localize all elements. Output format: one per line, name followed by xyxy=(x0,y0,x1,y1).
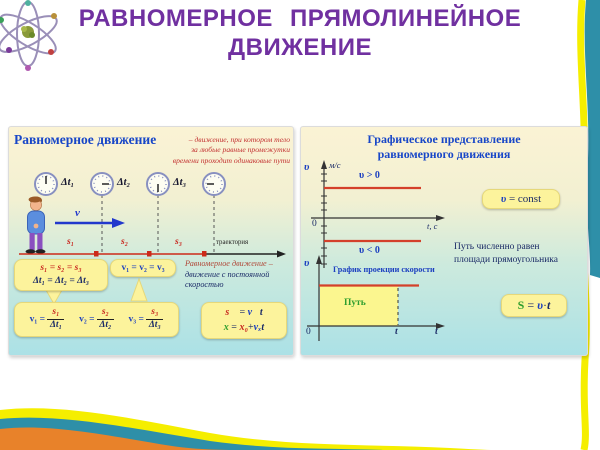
interval-label-3: Δt₃ xyxy=(173,177,187,188)
definition-line3: времени проходит одинаковые пути xyxy=(172,155,290,165)
s-dot: · xyxy=(543,298,547,312)
v2-numerator: s₂ xyxy=(101,307,109,318)
note-dark-part: движение с постоянной скоростью xyxy=(185,269,270,290)
g1-v-axis-label: υ xyxy=(304,161,310,173)
x-plus: + xyxy=(247,321,254,333)
x-time: t xyxy=(261,321,265,333)
path-formula-box: S = υ·t xyxy=(501,294,567,317)
atom-icon xyxy=(0,0,58,71)
trajectory-line xyxy=(19,250,286,258)
equal-velocities-callout: v₁ = v₂ = v₃ xyxy=(110,259,176,277)
velocity-arrow xyxy=(55,218,125,228)
coordinate-formula: x = x₀+vₓt xyxy=(202,321,286,336)
const-v: υ xyxy=(500,193,507,205)
graph2-axes xyxy=(307,262,438,341)
right-heading-line1: Графическое представление xyxy=(367,132,521,146)
g2-title: График проекции скорости xyxy=(333,265,435,274)
g2-v-axis-label: υ xyxy=(304,257,310,269)
path-area-rect xyxy=(320,286,398,326)
v-vector: v⃗ xyxy=(247,307,260,318)
graph1-axes xyxy=(311,167,438,268)
definition-line1: – движение, при котором тело xyxy=(188,135,290,144)
x-initial: x₀ xyxy=(239,321,248,333)
g1-t-axis-label: t, c xyxy=(427,221,438,231)
motion-diagram xyxy=(19,172,286,306)
interval-label-2: Δt₂ xyxy=(117,177,131,188)
path-area-label: Путь xyxy=(344,298,366,308)
area-note-line2: площади прямоугольника xyxy=(454,254,558,265)
x-equals: = xyxy=(228,321,240,333)
segment-label-2: s₂ xyxy=(121,237,129,247)
v2-denominator: Δt₂ xyxy=(99,320,112,330)
s-path: S xyxy=(517,298,525,312)
area-note-line1: Путь численно равен xyxy=(454,242,540,252)
v2-lhs: v₂ = xyxy=(79,314,95,325)
equal-paths-formula: s₁ = s₂ = s₃ xyxy=(40,263,82,273)
displacement-formula-box: s⃗ = v⃗t x = x₀+vₓt xyxy=(201,302,287,339)
v3-numerator: s₃ xyxy=(151,307,159,318)
s-equals: = xyxy=(524,298,538,312)
v1-numerator: s₁ xyxy=(52,307,60,318)
right-heading-line2: равномерного движения xyxy=(377,147,511,161)
g1-origin-label: 0 xyxy=(312,219,317,229)
callout-tail-up xyxy=(130,277,148,302)
g2-origin-label: 0 xyxy=(306,327,311,337)
const-rest: = const xyxy=(506,193,542,205)
x-coord: x xyxy=(223,321,229,333)
clock-icons xyxy=(34,172,226,196)
slide-title-line2: ДВИЖЕНИЕ xyxy=(228,34,372,62)
velocity-graphs xyxy=(307,160,445,341)
left-panel-heading: Равномерное движение xyxy=(14,132,157,147)
velocity-formulas-box: v₁ = s₁ Δt₁ v₂ = s₂ Δt₂ v₃ = s₃ Δt₃ xyxy=(14,302,179,337)
s-velocity: υ xyxy=(537,298,543,312)
v1-denominator: Δt₁ xyxy=(49,320,62,330)
note-red-part: Равномерное движение – xyxy=(185,259,273,268)
equal-intervals-formula: Δt₁ = Δt₂ = Δt₃ xyxy=(32,275,90,286)
g2-t-axis-label: t xyxy=(435,327,438,337)
s-vector: s⃗ xyxy=(225,307,238,318)
uniform-motion-panel: Равномерное движение – движение, при кот… xyxy=(8,126,294,356)
uniform-motion-definition: – движение, при котором тело за любые ра… xyxy=(173,135,290,166)
x-velocity: vₓ xyxy=(253,321,262,333)
s-time: t xyxy=(547,298,551,312)
area-note: Путь численно равен площади прямоугольни… xyxy=(454,241,584,267)
v1-lhs: v₁ = xyxy=(29,314,46,325)
graphs-panel: Графическое представление равномерного д… xyxy=(300,126,588,356)
v3-denominator: Δt₃ xyxy=(148,320,161,330)
slide-title-line1: РАВНОМЕРНОЕ ПРЯМОЛИНЕЙНОЕ xyxy=(78,5,522,32)
displacement-formula: s⃗ = v⃗t xyxy=(202,306,286,321)
vec-equals: = xyxy=(239,307,246,318)
segment-label-3: s₃ xyxy=(175,237,183,247)
person-figure xyxy=(25,196,46,254)
g1-unit-label: м/с xyxy=(329,160,341,170)
constant-speed-note: Равномерное движение – движение с постоя… xyxy=(185,259,289,291)
positive-velocity-label: υ > 0 xyxy=(359,170,380,181)
equal-paths-callout: s₁ = s₂ = s₃ Δt₁ = Δt₂ = Δt₃ xyxy=(14,259,108,291)
negative-velocity-label: υ < 0 xyxy=(359,245,380,256)
trajectory-label: траектория xyxy=(216,239,249,246)
v-const-box: υ = const xyxy=(482,189,560,209)
slide-title: РАВНОМЕРНОЕ ПРЯМОЛИНЕЙНОЕ ДВИЖЕНИЕ xyxy=(55,4,545,63)
v3-lhs: v₃ = xyxy=(128,314,144,325)
interval-label-1: Δt₁ xyxy=(61,177,75,188)
right-panel-heading: Графическое представление равномерного д… xyxy=(301,132,587,162)
velocity-vector-label: v⃗ xyxy=(75,207,89,219)
g2-time-mark: t xyxy=(395,327,398,337)
definition-line2: за любые равные промежутки xyxy=(191,145,290,155)
segment-label-1: s₁ xyxy=(67,237,75,247)
vec-time: t xyxy=(259,307,263,318)
